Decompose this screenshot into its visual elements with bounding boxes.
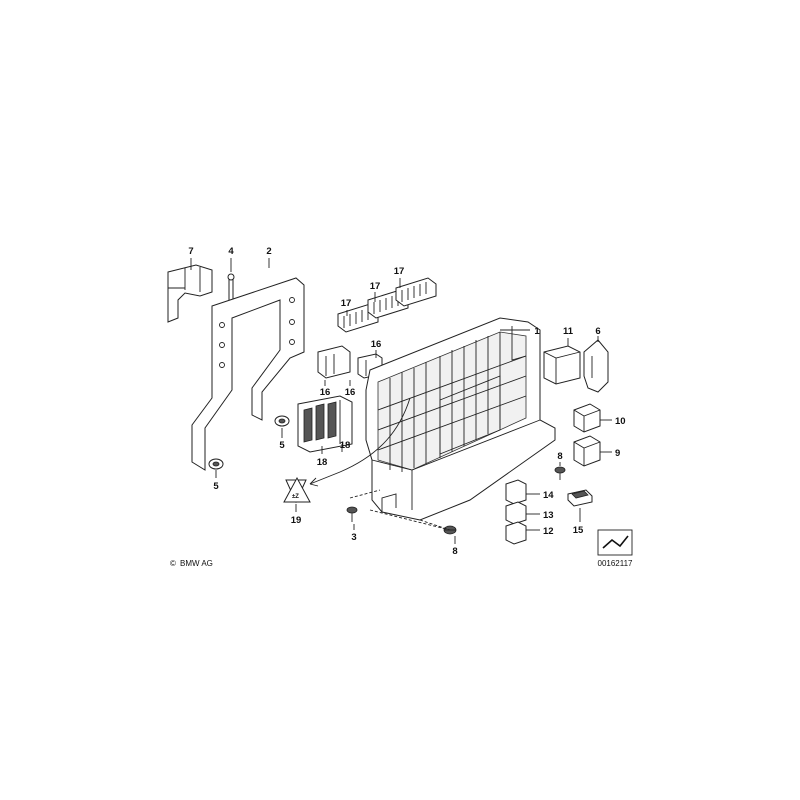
callout-1: 1 [534, 326, 540, 337]
part-13-fuse[interactable] [505, 501, 527, 525]
part-14-fuse[interactable] [505, 479, 527, 505]
callout-18: 18 [340, 440, 351, 451]
part-17-connector[interactable] [395, 277, 437, 307]
callout-16: 16 [320, 387, 331, 398]
callout-5: 5 [213, 481, 219, 492]
leader-lines [190, 258, 612, 544]
copyright-notice: © BMW AG [170, 559, 213, 568]
callout-9: 9 [615, 448, 620, 459]
copyright-text: BMW AG [180, 559, 213, 568]
image-number: 00162117 [598, 559, 634, 568]
part-5-grommet[interactable] [208, 458, 224, 470]
part-12-fuse[interactable] [505, 521, 527, 545]
part-7-bracket[interactable] [167, 264, 213, 323]
callout-8: 8 [557, 451, 562, 462]
part-10-relay[interactable] [573, 403, 601, 433]
callout-17: 17 [370, 281, 381, 292]
part-11-relay[interactable] [543, 345, 581, 385]
callout-6: 6 [595, 326, 600, 337]
callout-14: 14 [543, 490, 554, 501]
part-6-cover[interactable] [583, 339, 609, 393]
callout-15: 15 [573, 525, 584, 536]
callout-12: 12 [543, 526, 554, 537]
callout-7: 7 [188, 246, 193, 257]
part-16-relay[interactable] [317, 345, 351, 379]
part-3-screw[interactable] [346, 506, 358, 522]
part-1-fuse-box[interactable] [365, 317, 556, 521]
part-4-pin[interactable] [227, 273, 235, 302]
copyright-symbol: © [170, 559, 176, 568]
callout-17: 17 [341, 298, 352, 309]
callout-18: 18 [317, 457, 328, 468]
callout-8: 8 [452, 546, 457, 557]
callout-3: 3 [351, 532, 356, 543]
callout-4: 4 [228, 246, 234, 257]
callout-19: 19 [291, 515, 302, 526]
part-15-clip[interactable] [567, 489, 593, 507]
callout-11: 11 [563, 326, 574, 337]
callout-13: 13 [543, 510, 554, 521]
part-18-fuse-holder[interactable] [297, 395, 353, 453]
leader-curve-19 [309, 397, 411, 485]
callout-17: 17 [394, 266, 405, 277]
svg-text:±Z: ±Z [292, 494, 299, 500]
part-2-bracket[interactable] [191, 277, 305, 471]
part-8-screw[interactable] [554, 466, 566, 480]
callout-10: 10 [615, 416, 626, 427]
part-9-relay[interactable] [573, 435, 601, 467]
callout-16: 16 [371, 339, 382, 350]
callout-5: 5 [279, 440, 285, 451]
orientation-arrow-icon [602, 535, 629, 549]
part-19-warning-label[interactable]: ±Z [283, 476, 311, 504]
callout-16: 16 [345, 387, 356, 398]
leader-arrow-19 [309, 477, 319, 487]
image-reference: 00162117 [598, 529, 634, 568]
part-5-grommet[interactable] [274, 415, 290, 427]
callout-2: 2 [266, 246, 271, 257]
guide-lines [349, 489, 451, 531]
